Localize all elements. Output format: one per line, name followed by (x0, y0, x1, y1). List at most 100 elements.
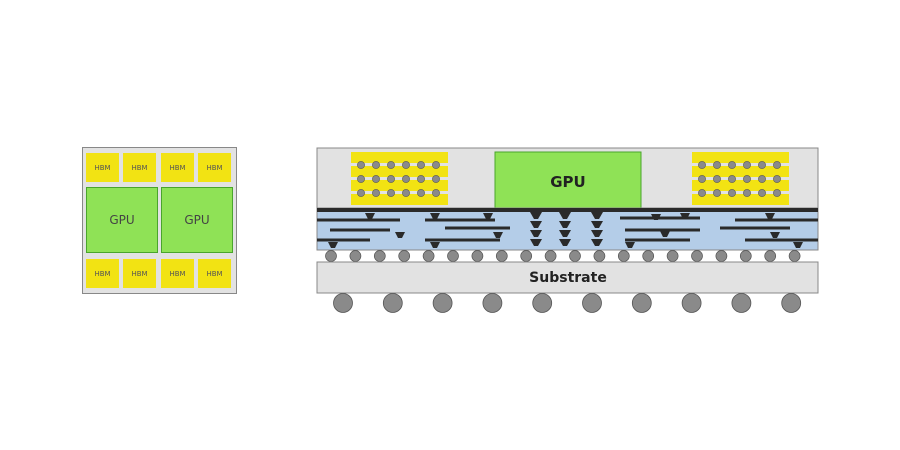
tsv-bump (743, 161, 751, 169)
interposer-via (559, 212, 571, 219)
c4-bump (593, 250, 606, 262)
c4-bump (764, 250, 777, 262)
c4-bump (569, 250, 581, 262)
interposer-via (530, 230, 542, 237)
interposer-via (430, 213, 440, 219)
interposer-traces (317, 208, 818, 248)
tsv-bump (728, 189, 736, 197)
hbm-stack: HBM (86, 153, 119, 182)
interposer-via (530, 221, 542, 228)
tsv-bump (432, 189, 440, 197)
bga-ball (731, 293, 752, 313)
interposer-via (365, 213, 375, 219)
tsv-bump (402, 161, 410, 169)
interposer-via (530, 212, 542, 219)
hbm-stack: HBM (161, 259, 194, 288)
bga-ball (781, 293, 802, 313)
c4-bump (520, 250, 533, 262)
c4-bump (788, 250, 801, 262)
bga-ball (382, 293, 403, 313)
tsv-bump (773, 161, 781, 169)
tsv-bump (372, 161, 380, 169)
interposer-via (559, 221, 571, 228)
c4-bumps (325, 250, 801, 262)
gpu-die: GPU (86, 187, 158, 253)
c4-bump (642, 250, 655, 262)
tsv-bump (773, 175, 781, 183)
interposer-via (493, 232, 503, 238)
gpu-die (494, 151, 642, 209)
bga-ball (432, 293, 453, 313)
c4-bump (544, 250, 557, 262)
hbm-stack: HBM (198, 153, 231, 182)
tsv-bump (758, 175, 766, 183)
c4-bump (471, 250, 484, 262)
tsv-bump (698, 189, 706, 197)
tsv-bump (357, 175, 365, 183)
interposer-via (328, 242, 338, 248)
c4-bump (691, 250, 703, 262)
c4-bump (325, 250, 337, 262)
gpu-die: GPU (161, 187, 233, 253)
tsv-bump (402, 189, 410, 197)
c4-bump (398, 250, 411, 262)
tsv-bump (773, 189, 781, 197)
hbm-stack-right (692, 152, 789, 205)
tsv-bump (387, 175, 395, 183)
interposer-via (559, 239, 571, 246)
tsv-bump (743, 189, 751, 197)
gpu-label: GPU (550, 173, 586, 191)
tsv-bump (357, 161, 365, 169)
interposer-via (395, 232, 405, 238)
c4-bump (739, 250, 752, 262)
bga-ball (532, 293, 553, 313)
c4-bump (666, 250, 679, 262)
hbm-stack: HBM (123, 259, 156, 288)
interposer-via (430, 242, 440, 248)
tsv-bump (417, 189, 425, 197)
tsv-bump (758, 189, 766, 197)
c4-bump (715, 250, 728, 262)
c4-bump (447, 250, 459, 262)
tsv-bump (713, 161, 721, 169)
tsv-bump (758, 161, 766, 169)
hbm-stack: HBM (86, 259, 119, 288)
interposer-via (530, 239, 542, 246)
interposer-via (660, 231, 670, 237)
interposer-via (591, 221, 603, 228)
bga-ball (681, 293, 702, 313)
c4-bump (373, 250, 386, 262)
interposer-via (680, 213, 690, 219)
tsv-bump (743, 175, 751, 183)
tsv-bump (713, 175, 721, 183)
bga-balls (333, 293, 802, 313)
bga-ball (631, 293, 652, 313)
c4-bump (422, 250, 435, 262)
tsv-bump (698, 175, 706, 183)
tsv-bump (417, 161, 425, 169)
interposer-via (651, 214, 661, 220)
interposer-via (793, 242, 803, 248)
hbm-stack: HBM (161, 153, 194, 182)
tsv-bump (372, 175, 380, 183)
substrate (316, 261, 819, 294)
tsv-bump (728, 175, 736, 183)
tsv-bump (417, 175, 425, 183)
hbm-stack: HBM (123, 153, 156, 182)
tsv-bump (357, 189, 365, 197)
c4-bump (349, 250, 362, 262)
interposer-via (591, 212, 603, 219)
interposer-via (765, 213, 775, 219)
bga-ball (333, 293, 353, 313)
interposer-via (591, 239, 603, 246)
tsv-bump (432, 175, 440, 183)
tsv-bump (402, 175, 410, 183)
tsv-bump (372, 189, 380, 197)
substrate-label: Substrate (529, 270, 607, 286)
tsv-bump (698, 161, 706, 169)
bga-ball (582, 293, 602, 313)
hbm-stack-left (351, 152, 448, 205)
hbm-stack: HBM (198, 259, 231, 288)
tsv-bump (728, 161, 736, 169)
